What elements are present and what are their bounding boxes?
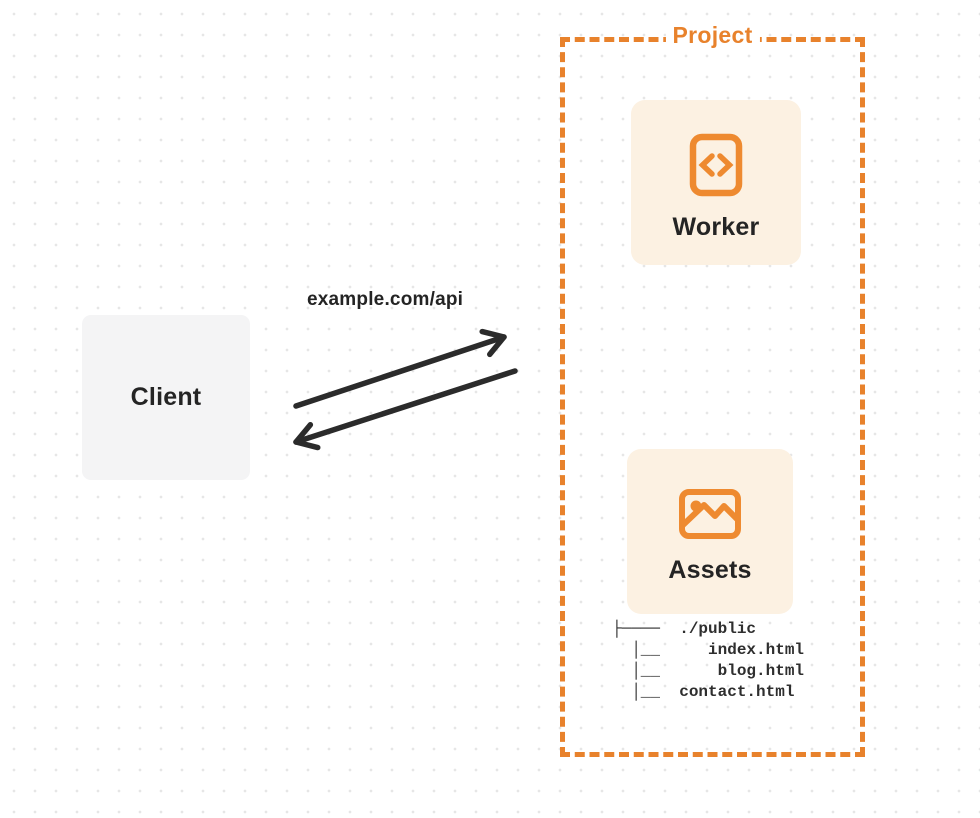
worker-label: Worker xyxy=(672,213,760,241)
request-url-label: example.com/api xyxy=(307,289,464,310)
code-file-icon xyxy=(689,133,743,197)
response-arrow xyxy=(293,368,518,451)
assets-node[interactable]: Assets xyxy=(627,449,793,614)
client-label: Client xyxy=(130,383,202,411)
image-icon xyxy=(679,489,741,539)
tree-line-contact: │__ contact.html xyxy=(612,683,795,701)
client-node[interactable]: Client xyxy=(82,315,250,480)
request-arrow xyxy=(293,328,507,409)
tree-line-public: ├──── ./public xyxy=(612,620,757,638)
worker-node[interactable]: Worker xyxy=(631,100,801,265)
assets-label: Assets xyxy=(668,556,752,584)
tree-line-index: │__ index.html xyxy=(612,641,805,659)
project-label: Project xyxy=(665,22,760,49)
assets-file-tree: ├──── ./public │__ index.html │__ blog.h… xyxy=(612,619,804,703)
project-boundary: Project Worker Assets ├──── ./public │__… xyxy=(560,22,865,757)
tree-line-blog: │__ blog.html xyxy=(612,662,805,680)
